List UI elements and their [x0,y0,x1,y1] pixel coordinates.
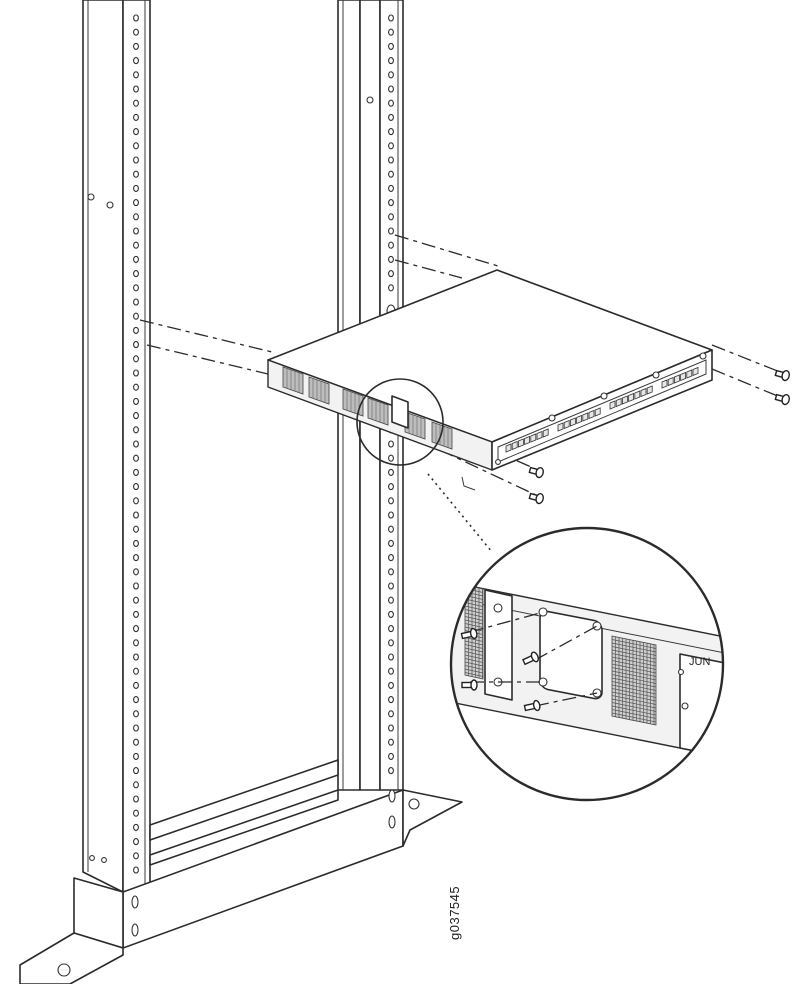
alignment-lines [139,234,781,497]
callout-label: JUN [689,656,711,668]
rack-base [19,759,463,984]
side-vents [282,366,453,450]
screw-icon [522,651,540,666]
screw-icon [528,492,544,505]
screw-icon [460,627,478,640]
screw-icon [523,699,541,712]
figure-id: g037545 [447,885,462,940]
mounting-screws [528,369,790,505]
front-ports [505,366,699,453]
detail-marker [356,378,493,553]
zoom-detail-circle [449,526,725,802]
screw-icon [774,393,790,406]
left-rack-post [82,0,151,893]
screw-icon [461,679,478,691]
screw-icon [774,369,790,382]
screw-icon [528,466,544,479]
left-post-holes [133,14,139,874]
router-chassis [267,269,713,491]
